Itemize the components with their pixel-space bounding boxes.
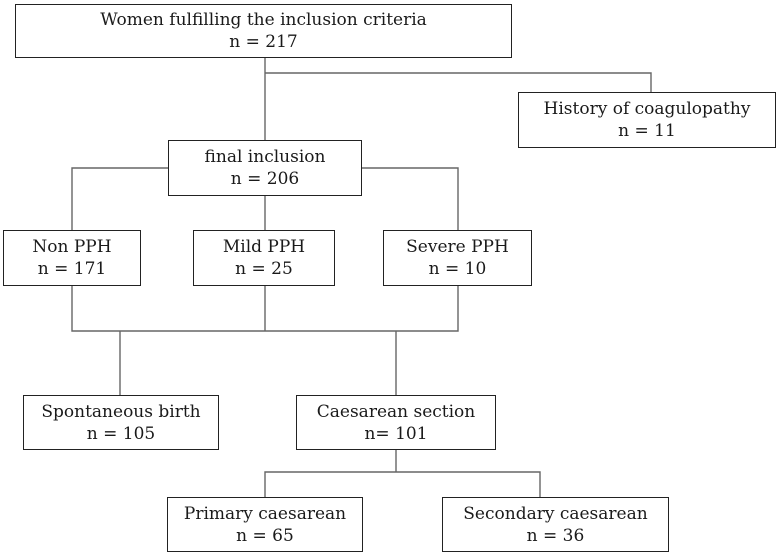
non-pph-box: Non PPH n = 171 [3, 230, 141, 286]
node-count: n = 11 [618, 121, 676, 141]
node-count: n = 65 [236, 525, 294, 546]
node-label: Mild PPH [222, 237, 306, 257]
caesarean-section-box: Caesarean section n= 101 [296, 395, 496, 450]
severe-pph-box: Severe PPH n = 10 [383, 230, 532, 286]
node-label: Severe PPH [406, 237, 509, 257]
node-count: n = 217 [229, 32, 298, 52]
connector-groups-merge [71, 286, 459, 332]
node-label: Spontaneous birth [41, 401, 201, 422]
secondary-caesarean-box: Secondary caesarean n = 36 [442, 497, 669, 552]
connector-caesarean-branches [264, 450, 541, 497]
mild-pph-box: Mild PPH n = 25 [193, 230, 335, 286]
final-inclusion-box: final inclusion n = 206 [168, 140, 362, 196]
node-label: History of coagulopathy [543, 99, 751, 119]
node-count: n = 171 [37, 259, 107, 279]
node-label: Primary caesarean [183, 503, 347, 524]
spontaneous-birth-box: Spontaneous birth n = 105 [23, 395, 219, 450]
node-count: n = 36 [526, 525, 585, 546]
connector-final-branches [71, 167, 459, 230]
node-label: Secondary caesarean [463, 503, 648, 524]
node-label: Non PPH [32, 237, 112, 257]
node-count: n = 10 [428, 259, 487, 279]
node-label: Caesarean section [316, 401, 476, 422]
inclusion-criteria-box: Women fulfilling the inclusion criteria … [15, 4, 512, 58]
node-count: n = 105 [86, 423, 156, 444]
connector-to-coagulopathy [265, 72, 652, 92]
primary-caesarean-box: Primary caesarean n = 65 [167, 497, 363, 552]
coagulopathy-box: History of coagulopathy n = 11 [518, 92, 776, 148]
connector-to-delivery [119, 331, 397, 395]
node-label: Women fulfilling the inclusion criteria [100, 10, 427, 30]
node-count: n = 25 [235, 259, 293, 279]
node-count: n = 206 [230, 169, 300, 189]
node-count: n= 101 [364, 423, 428, 444]
node-label: final inclusion [204, 147, 326, 167]
